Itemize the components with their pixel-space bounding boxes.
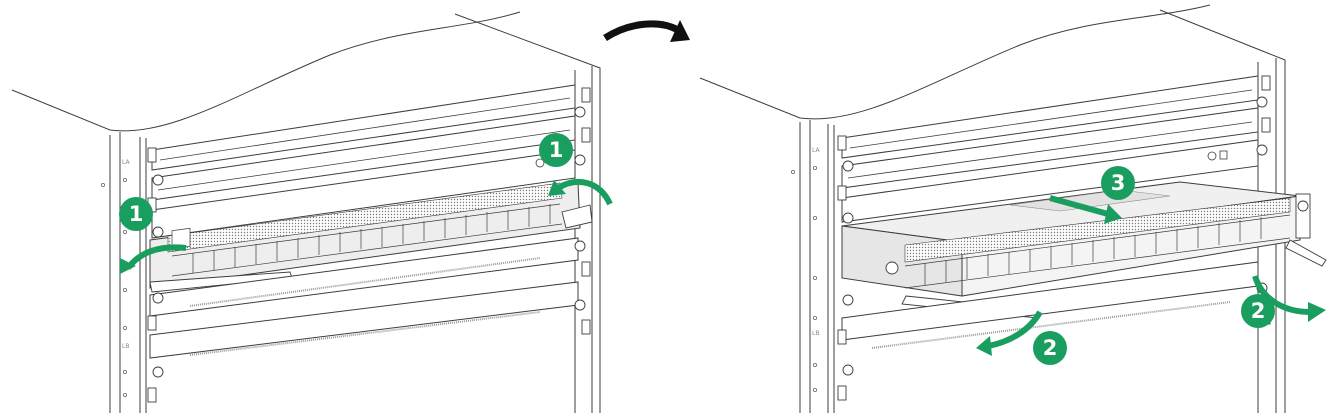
right-filler-panel-3: [841, 139, 1259, 223]
left-step-label-1: 1: [129, 202, 144, 226]
left-chassis-top-outline: [11, 11, 521, 132]
left-chassis-illustration: LA LB: [11, 11, 601, 413]
right-chassis-top-outline: [699, 4, 1211, 120]
left-filler-panel-4: [149, 237, 579, 317]
right-rotate-arrow-right: [1252, 274, 1326, 322]
left-interface-card: [149, 182, 593, 293]
right-step-badge-2-left: 2: [1033, 331, 1067, 365]
left-slot-label-top: LA: [122, 159, 130, 166]
right-chassis-illustration: LA LB: [699, 4, 1327, 413]
right-rotate-arrow-left: [976, 310, 1043, 356]
left-slot-label-bottom: LB: [122, 343, 129, 350]
left-rotate-arrow-lower: [120, 244, 187, 274]
left-filler-panel-1: [151, 84, 576, 171]
left-step-label-2: 1: [549, 138, 564, 162]
left-rotate-arrow-upper: [548, 178, 613, 206]
right-step-label-2b: 2: [1251, 299, 1266, 323]
right-step-label-3: 3: [1111, 171, 1126, 195]
right-slot-label-top: LA: [812, 147, 820, 154]
right-interface-card: [841, 181, 1327, 319]
left-filler-panel-2: [151, 115, 576, 201]
right-step-badge-2-right: 2: [1241, 294, 1275, 328]
right-step-badge-3: 3: [1101, 166, 1135, 200]
left-step-badge-2: 1: [539, 133, 573, 167]
right-step-label-2a: 2: [1043, 336, 1058, 360]
right-filler-panel-2: [841, 107, 1259, 189]
curved-arrow-right-icon: [603, 20, 690, 42]
left-step-badge-1: 1: [119, 197, 153, 231]
right-pull-arrow: [1049, 195, 1122, 224]
right-ejector-lever-right: [1285, 239, 1327, 267]
right-slot-label-bottom: LB: [812, 330, 819, 337]
left-filler-panel-3: [151, 149, 576, 239]
